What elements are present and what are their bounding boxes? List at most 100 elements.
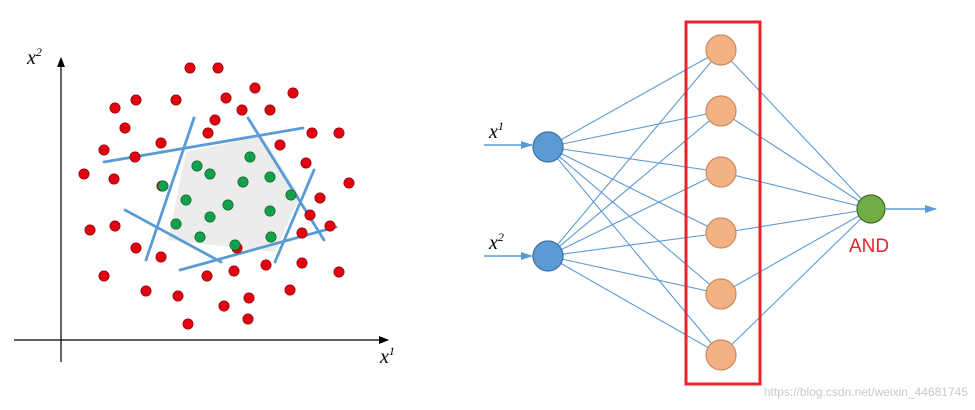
x-axis-label: x1: [379, 344, 395, 368]
input-label-1-sup: 1: [498, 119, 504, 133]
outer-point: [130, 242, 142, 254]
outer-point: [129, 151, 141, 163]
hidden-node-5: [705, 278, 737, 310]
outer-point: [108, 173, 120, 185]
input-node-1: [532, 131, 564, 163]
outer-point: [209, 114, 221, 126]
outer-point: [284, 284, 296, 296]
inner-point: [191, 160, 203, 172]
outer-point: [155, 251, 167, 263]
edge-hidden-output: [720, 110, 872, 210]
outer-point: [242, 313, 254, 325]
outer-point: [296, 257, 308, 269]
inner-point: [237, 176, 249, 188]
outer-point: [333, 127, 345, 139]
inner-point: [264, 171, 276, 183]
outer-point: [182, 318, 194, 330]
edge-input-hidden: [547, 49, 722, 148]
x-axis-label-sup: 1: [389, 344, 395, 358]
edge-input-hidden: [547, 146, 722, 295]
edge-input-hidden: [547, 110, 722, 148]
outer-point: [249, 82, 261, 94]
outer-point: [304, 209, 316, 221]
inner-point: [264, 205, 276, 217]
boundary-line: [273, 168, 316, 264]
outer-point: [130, 94, 142, 106]
input-label-2-var: x: [488, 232, 498, 254]
output-node: [856, 194, 886, 224]
outer-point: [119, 122, 131, 134]
input-node-2: [532, 240, 564, 272]
boundary-line: [144, 116, 196, 262]
watermark: https://blog.csdn.net/weixin_44681745: [764, 385, 968, 399]
input-label-2-sup: 2: [498, 230, 504, 244]
inner-point: [265, 231, 277, 243]
network-edges: [547, 49, 872, 356]
edge-input-hidden: [547, 146, 722, 173]
edge-input-hidden: [547, 110, 722, 257]
inner-point: [157, 180, 169, 192]
inner-points: [157, 151, 297, 251]
boundary-line: [178, 225, 338, 272]
inner-point: [180, 194, 192, 206]
hidden-node-1: [705, 34, 737, 66]
edge-hidden-output: [720, 208, 872, 356]
outer-point: [243, 292, 255, 304]
output-label: AND: [849, 236, 889, 257]
edge-hidden-output: [720, 171, 872, 210]
y-axis-label-var: x: [26, 47, 36, 69]
edge-hidden-output: [720, 49, 872, 210]
inner-point: [204, 168, 216, 180]
outer-point: [98, 270, 110, 282]
outer-point: [184, 62, 196, 74]
y-axis-label: x2: [26, 45, 42, 69]
x-axis-label-var: x: [379, 346, 389, 368]
edge-input-hidden: [547, 146, 722, 356]
outer-point: [78, 168, 90, 180]
outer-point: [202, 127, 214, 139]
edge-input-hidden: [547, 232, 722, 257]
inner-region: [168, 136, 300, 252]
outer-point: [314, 192, 326, 204]
outer-point: [84, 224, 96, 236]
hidden-layer-highlight-box: [684, 20, 762, 386]
outer-point: [324, 220, 336, 232]
input-label-2: x2: [488, 230, 504, 254]
edge-input-hidden: [547, 255, 722, 295]
outer-point: [172, 290, 184, 302]
scatter-plot: x2 x1: [14, 45, 395, 368]
outer-point: [343, 177, 355, 189]
inner-point: [222, 199, 234, 211]
outer-point: [228, 265, 240, 277]
outer-point: [260, 259, 272, 271]
input-label-1: x1: [488, 119, 504, 143]
edge-input-hidden: [547, 49, 722, 257]
inner-point: [285, 189, 297, 201]
neural-network: x1 x2 AND: [484, 20, 937, 386]
outer-point: [220, 92, 232, 104]
y-axis-label-sup: 2: [36, 45, 42, 59]
hidden-node-2: [705, 95, 737, 127]
edge-hidden-output: [720, 208, 872, 234]
outer-point: [140, 285, 152, 297]
hidden-node-4: [705, 217, 737, 249]
inner-point: [229, 239, 241, 251]
edge-input-hidden: [547, 146, 722, 234]
input-label-1-var: x: [488, 121, 498, 143]
outer-point: [155, 137, 167, 149]
inner-point: [170, 218, 182, 230]
outer-point: [201, 270, 213, 282]
outer-point: [218, 300, 230, 312]
edge-input-hidden: [547, 171, 722, 257]
outer-point: [109, 102, 121, 114]
outer-point: [264, 104, 276, 116]
inner-point: [204, 211, 216, 223]
outer-point: [109, 220, 121, 232]
outer-point: [98, 144, 110, 156]
outer-point: [170, 94, 182, 106]
outer-point: [333, 266, 345, 278]
network-nodes: [532, 34, 886, 371]
outer-point: [274, 139, 286, 151]
outer-point: [287, 87, 299, 99]
